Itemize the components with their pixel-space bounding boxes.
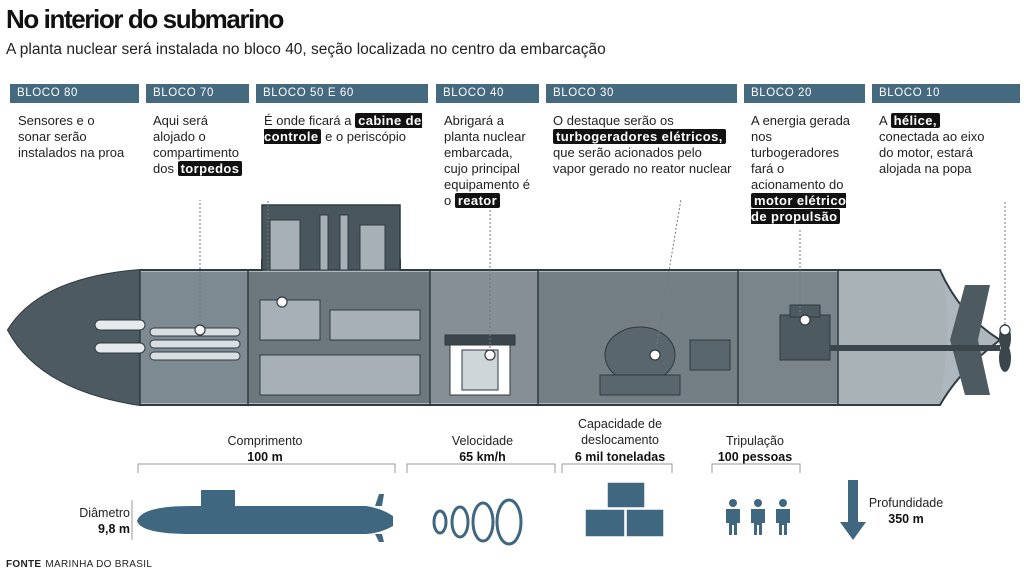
page-subtitle: A planta nuclear será instalada no bloco… <box>6 41 606 58</box>
block-80-text: Sensores e o sonar serão instalados na p… <box>18 113 125 160</box>
tail-fin-lower <box>950 340 990 395</box>
block-50-60-text-after: e o periscópio <box>321 129 407 144</box>
block-30-text: O destaque serão os <box>553 113 674 128</box>
source-label: FONTE <box>6 559 42 570</box>
depth-value: 350 m <box>888 512 924 526</box>
block-20-header: BLOCO 20 <box>744 84 865 103</box>
callout-markers <box>194 296 1011 361</box>
block-10-highlight: hélice, <box>890 113 940 128</box>
diameter-value: 9,8 m <box>98 522 130 536</box>
displacement-label: Capacidade de deslocamento <box>577 417 663 447</box>
crew-label: Tripulação <box>726 434 784 448</box>
block-70-compartment <box>140 272 248 403</box>
block-50-60-text: É onde ficará a <box>264 113 356 128</box>
bow-section <box>8 270 140 405</box>
block-10-header: BLOCO 10 <box>872 84 1020 103</box>
block-70-description: Aqui será alojado o compartimento dos to… <box>153 113 249 177</box>
block-20-highlight: motor elétrico de propulsão <box>751 193 847 224</box>
displacement-value: 6 mil toneladas <box>574 450 666 464</box>
block-20-text: A energia gerada nos turbogeradores fará… <box>751 113 851 192</box>
sonar-tubes <box>94 319 146 354</box>
block-30-highlight: turbogeradores elétricos, <box>553 129 726 144</box>
crew-icon <box>711 463 801 535</box>
depth-arrow-icon <box>840 480 866 540</box>
submarine-silhouette <box>131 490 393 542</box>
source-text: MARINHA DO BRASIL <box>45 559 153 570</box>
block-70-text: Aqui será alojado o compartimento dos <box>153 113 239 176</box>
block-30-text-after: que serão acionados pelo vapor gerado no… <box>553 145 732 176</box>
speed-label: Velocidade <box>451 434 514 448</box>
page-title: No interior do submarino <box>6 4 284 34</box>
length-label: Comprimento <box>227 434 303 448</box>
turbogenerators <box>599 326 731 396</box>
block-50-60-header: BLOCO 50 E 60 <box>256 84 428 103</box>
block-40-text: Abrigará a planta nuclear embarcada, cuj… <box>444 113 531 208</box>
block-40-highlight: reator <box>454 193 501 208</box>
block-30-description: O destaque serão os turbogeradores elétr… <box>553 113 735 177</box>
block-80-description: Sensores e o sonar serão instalados na p… <box>18 113 128 161</box>
block-10-compartment <box>838 272 948 403</box>
block-10-text-after: conectada ao eixo do motor, estará aloja… <box>879 129 985 176</box>
depth-label: Profundidade <box>868 496 944 510</box>
torpedo-racks <box>149 327 241 361</box>
block-40-header: BLOCO 40 <box>436 84 539 103</box>
reactor <box>444 334 516 396</box>
block-10-description: A hélice, conectada ao eixo do motor, es… <box>879 113 989 177</box>
block-70-header: BLOCO 70 <box>146 84 249 103</box>
block-30-header: BLOCO 30 <box>546 84 737 103</box>
diameter-label: Diâmetro <box>79 506 130 520</box>
crew-value: 100 pessoas <box>717 450 793 464</box>
length-value: 100 m <box>247 450 283 464</box>
block-70-highlight: torpedos <box>177 161 243 176</box>
block-20-description: A energia gerada nos turbogeradores fará… <box>751 113 859 225</box>
control-room-equipment <box>259 214 421 396</box>
length-bracket <box>137 463 396 473</box>
block-10-text: A <box>879 113 891 128</box>
block-40-description: Abrigará a planta nuclear embarcada, cuj… <box>444 113 536 209</box>
tail-fin <box>950 285 990 340</box>
propeller-shaft <box>830 345 1000 351</box>
speed-icon <box>406 463 556 546</box>
speed-value: 65 km/h <box>459 450 506 464</box>
block-50-60-description: É onde ficará a cabine de controle e o p… <box>264 113 424 145</box>
displacement-icon <box>561 463 673 538</box>
block-80-header: BLOCO 80 <box>10 84 139 103</box>
submarine-cutaway-illustration <box>6 200 1011 406</box>
